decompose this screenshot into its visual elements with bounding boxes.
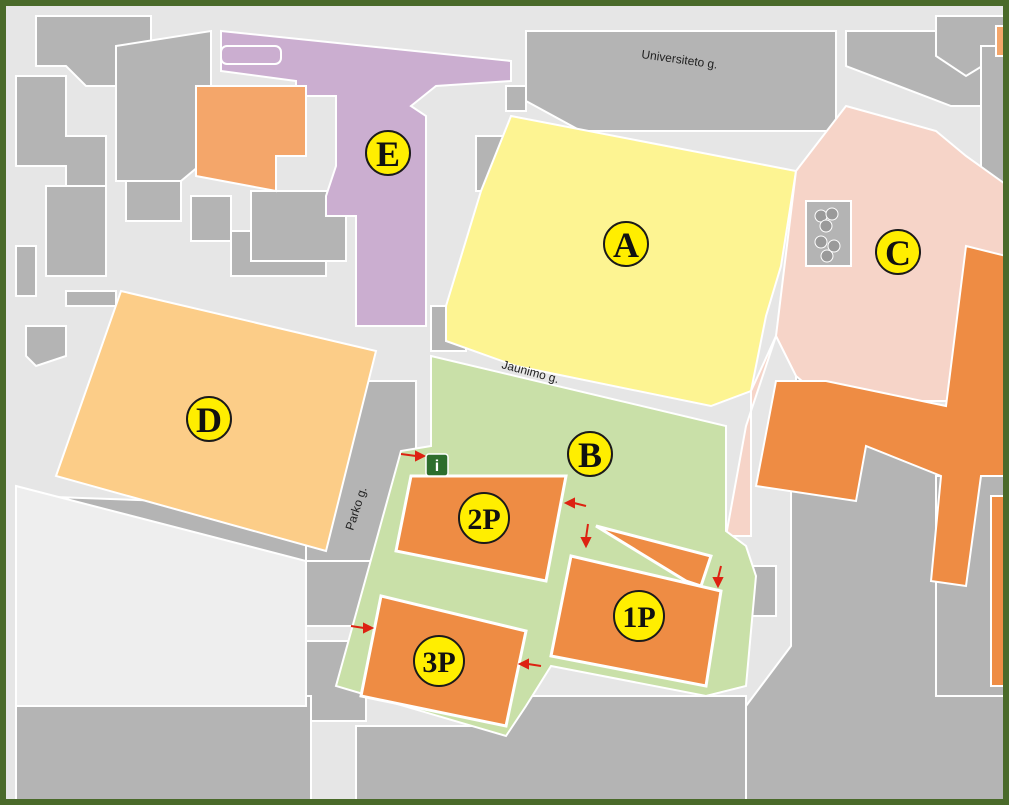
info-icon[interactable]: i: [425, 453, 449, 477]
marker-a[interactable]: A: [603, 221, 649, 267]
marker-1p[interactable]: 1P: [613, 590, 665, 642]
marker-e-label: E: [376, 134, 400, 174]
marker-3p[interactable]: 3P: [413, 635, 465, 687]
marker-a-label: A: [613, 225, 639, 265]
marker-b[interactable]: B: [567, 431, 613, 477]
zone-e-parking-strip: [220, 45, 282, 65]
trees-icon: [814, 207, 841, 263]
campus-buildings: [195, 25, 1003, 687]
zone-c-area[interactable]: [724, 104, 1009, 537]
info-icon-symbol: i: [435, 458, 439, 475]
marker-c-label: C: [885, 233, 911, 273]
marker-b-label: B: [578, 435, 602, 475]
zone-markers: A B C D E 2P 1P 3P: [186, 130, 921, 687]
marker-2p-label: 2P: [467, 503, 500, 536]
marker-d[interactable]: D: [186, 396, 232, 442]
marker-1p-label: 1P: [622, 601, 655, 634]
marker-c[interactable]: C: [875, 229, 921, 275]
marker-2p[interactable]: 2P: [458, 492, 510, 544]
marker-3p-label: 3P: [422, 646, 455, 679]
entrance-arrows: [350, 450, 724, 670]
street-labels: Universiteto g. Jaunimo g. Parko g.: [343, 47, 719, 532]
open-area: [15, 484, 307, 707]
marker-e[interactable]: E: [365, 130, 411, 176]
marker-d-label: D: [196, 400, 222, 440]
